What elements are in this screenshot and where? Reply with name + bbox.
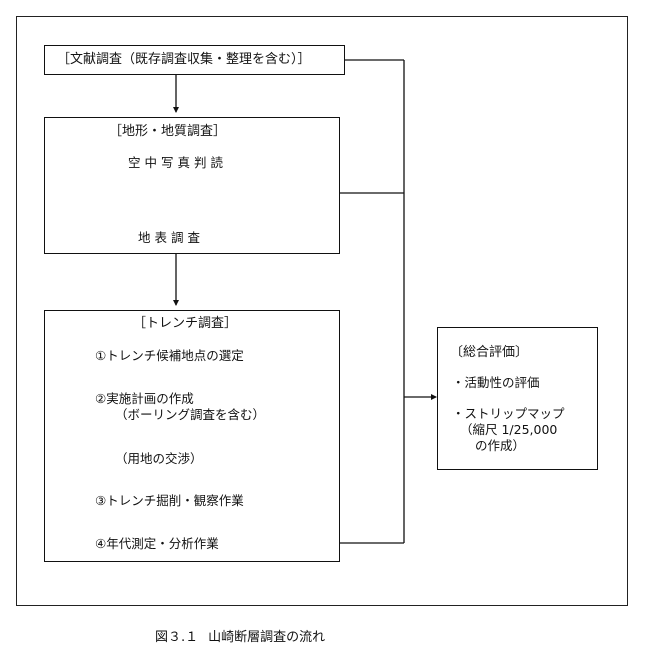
terrain-geology-box: ［地形・地質調査］ 空中写真判読 地表調査	[44, 117, 340, 254]
comprehensive-evaluation-title: 〔総合評価〕	[450, 345, 529, 360]
literature-survey-box: ［文献調査（既存調査収集・整理を含む）］	[44, 45, 345, 75]
aerial-photo-interpretation: 空中写真判読	[128, 155, 228, 170]
trench-step-3: ③トレンチ掘削・観察作業	[95, 493, 244, 508]
literature-survey-title: ［文献調査（既存調査収集・整理を含む）］	[57, 52, 311, 67]
figure-number: 図３.１	[155, 630, 199, 645]
activity-evaluation: ・活動性の評価	[452, 375, 540, 390]
strip-map-scale: （縮尺 1/25,000	[460, 422, 558, 437]
figure-caption: 図３.１ 山崎断層調査の流れ	[155, 626, 335, 645]
surface-survey: 地表調査	[138, 230, 205, 245]
trench-survey-title: ［トレンチ調査］	[133, 316, 238, 331]
trench-step-2: ②実施計画の作成	[95, 391, 194, 406]
trench-step-1: ①トレンチ候補地点の選定	[95, 348, 244, 363]
trench-step-2-note: （ボーリング調査を含む）	[115, 407, 266, 422]
land-negotiation: （用地の交渉）	[115, 451, 203, 466]
trench-step-4: ④年代測定・分析作業	[95, 536, 219, 551]
trench-survey-box: ［トレンチ調査］ ①トレンチ候補地点の選定 ②実施計画の作成 （ボーリング調査を…	[44, 310, 340, 562]
terrain-geology-title: ［地形・地質調査］	[109, 124, 227, 139]
strip-map-creation: の作成）	[475, 438, 526, 453]
strip-map: ・ストリップマップ	[452, 406, 565, 421]
comprehensive-evaluation-box: 〔総合評価〕 ・活動性の評価 ・ストリップマップ （縮尺 1/25,000 の作…	[437, 327, 598, 470]
figure-frame	[16, 16, 628, 606]
figure-caption-text: 山崎断層調査の流れ	[208, 630, 326, 645]
